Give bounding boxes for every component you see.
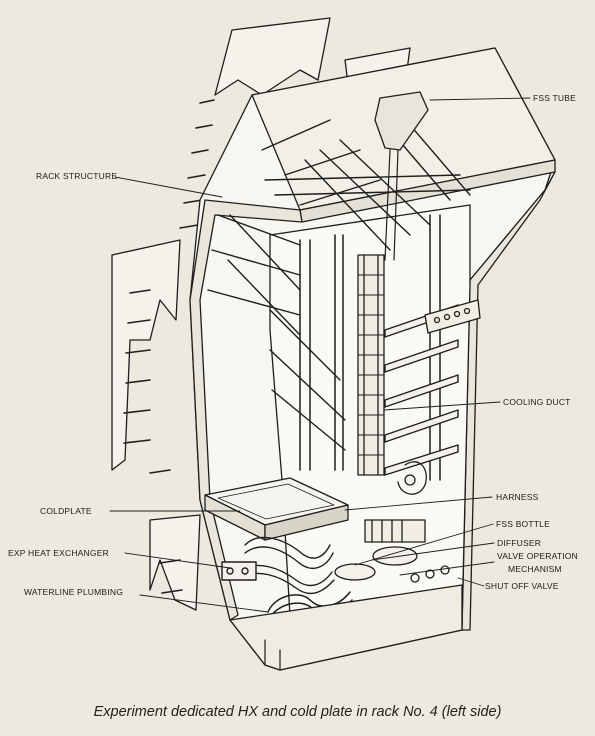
label-waterline-plumbing: WATERLINE PLUMBING (24, 587, 124, 597)
label-coldplate: COLDPLATE (40, 506, 92, 516)
valve-mechanism-drawing (334, 461, 450, 583)
wall-ribs (123, 99, 215, 594)
shelf-rails (384, 304, 459, 476)
label-valve-mechanism: MECHANISM (508, 564, 562, 574)
figure-caption: Experiment dedicated HX and cold plate i… (93, 704, 502, 720)
label-harness: HARNESS (496, 492, 539, 502)
background-bulkhead-left (214, 17, 331, 96)
label-rack-structure: RACK STRUCTURE (36, 171, 118, 181)
label-cooling-duct: COOLING DUCT (503, 397, 571, 407)
cooling-duct-drawing (357, 254, 385, 476)
label-exp-heat-exchanger: EXP HEAT EXCHANGER (8, 548, 109, 558)
rack-base (229, 584, 463, 671)
background-wall-left (111, 239, 181, 471)
rack-posts (299, 214, 441, 481)
heat-exchanger-drawing (221, 536, 335, 595)
coldplate-drawing (204, 477, 349, 541)
label-valve-operation: VALVE OPERATION (497, 551, 578, 561)
label-shut-off-valve: SHUT OFF VALVE (485, 581, 559, 591)
label-fss-bottle: FSS BOTTLE (496, 519, 550, 529)
leader-lines (109, 97, 531, 613)
fss-tube-drawing (374, 91, 429, 151)
control-panel-drawing (424, 299, 481, 334)
label-diffuser: DIFFUSER (497, 538, 542, 548)
label-fss-tube: FSS TUBE (533, 93, 577, 103)
